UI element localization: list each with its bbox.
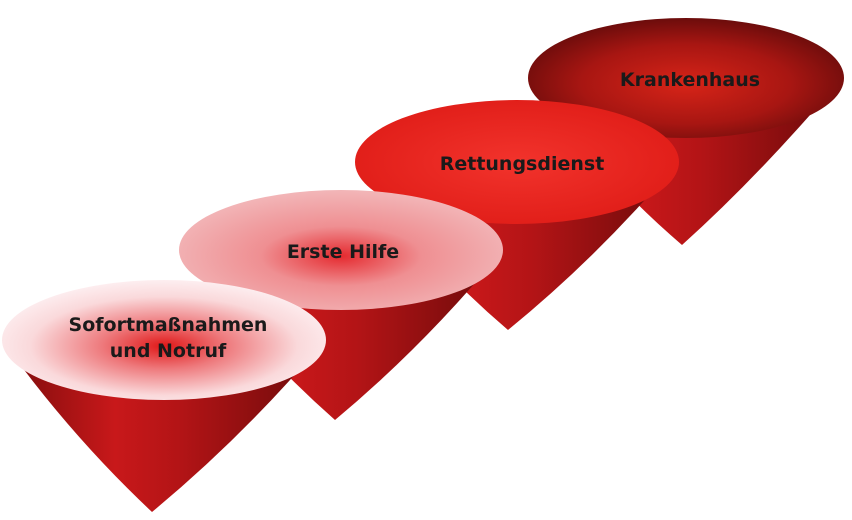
label-erste-hilfe: Erste Hilfe xyxy=(287,241,399,263)
cone-top-rettungsdienst xyxy=(355,100,679,224)
cone-top-erste-hilfe xyxy=(179,190,503,310)
label-sofortmassnahmen-line2: und Notruf xyxy=(110,340,227,362)
cone-top-sofortmassnahmen xyxy=(2,280,326,400)
label-sofortmassnahmen-line1: Sofortmaßnahmen xyxy=(69,314,268,336)
stage-sofortmassnahmen: Sofortmaßnahmen und Notruf xyxy=(2,280,326,512)
cone-top-krankenhaus xyxy=(528,18,844,138)
label-rettungsdienst: Rettungsdienst xyxy=(440,153,605,175)
label-krankenhaus: Krankenhaus xyxy=(620,69,760,91)
